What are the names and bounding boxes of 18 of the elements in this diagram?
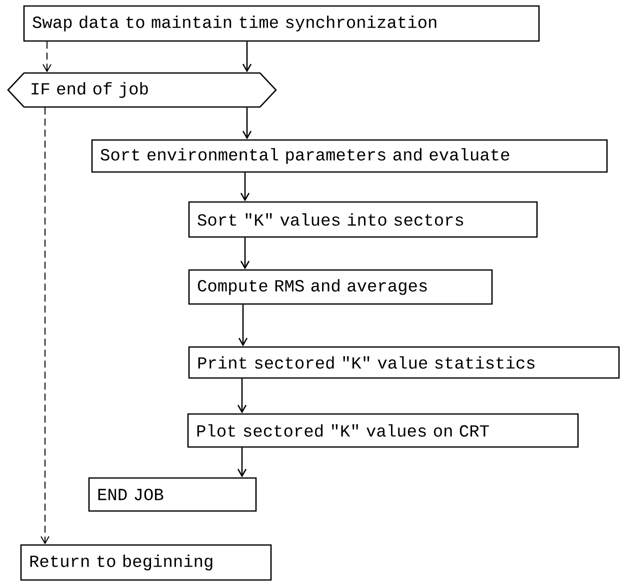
process-box: Sort "K" values into sectors: [188, 201, 538, 238]
process-box: Plot sectored "K" values on CRT: [187, 413, 579, 448]
arrow: [40, 107, 50, 544]
arrow: [237, 378, 247, 414]
arrow: [238, 304, 248, 346]
arrow: [242, 42, 252, 72]
process-box: Swap data to maintain time synchronization: [23, 5, 540, 42]
arrow: [240, 172, 250, 202]
arrow: [240, 238, 250, 270]
process-box: END JOB: [88, 477, 257, 512]
arrow: [237, 448, 247, 478]
process-box: Sort environmental parameters and evaluate: [91, 139, 608, 173]
decision-hexagon: IF end of job: [7, 72, 277, 108]
arrow: [42, 41, 52, 72]
arrow: [242, 108, 252, 140]
process-box: Print sectored "K" value statistics: [188, 346, 620, 379]
process-box: Compute RMS and averages: [188, 269, 493, 305]
process-box: Return to beginning: [20, 544, 272, 581]
